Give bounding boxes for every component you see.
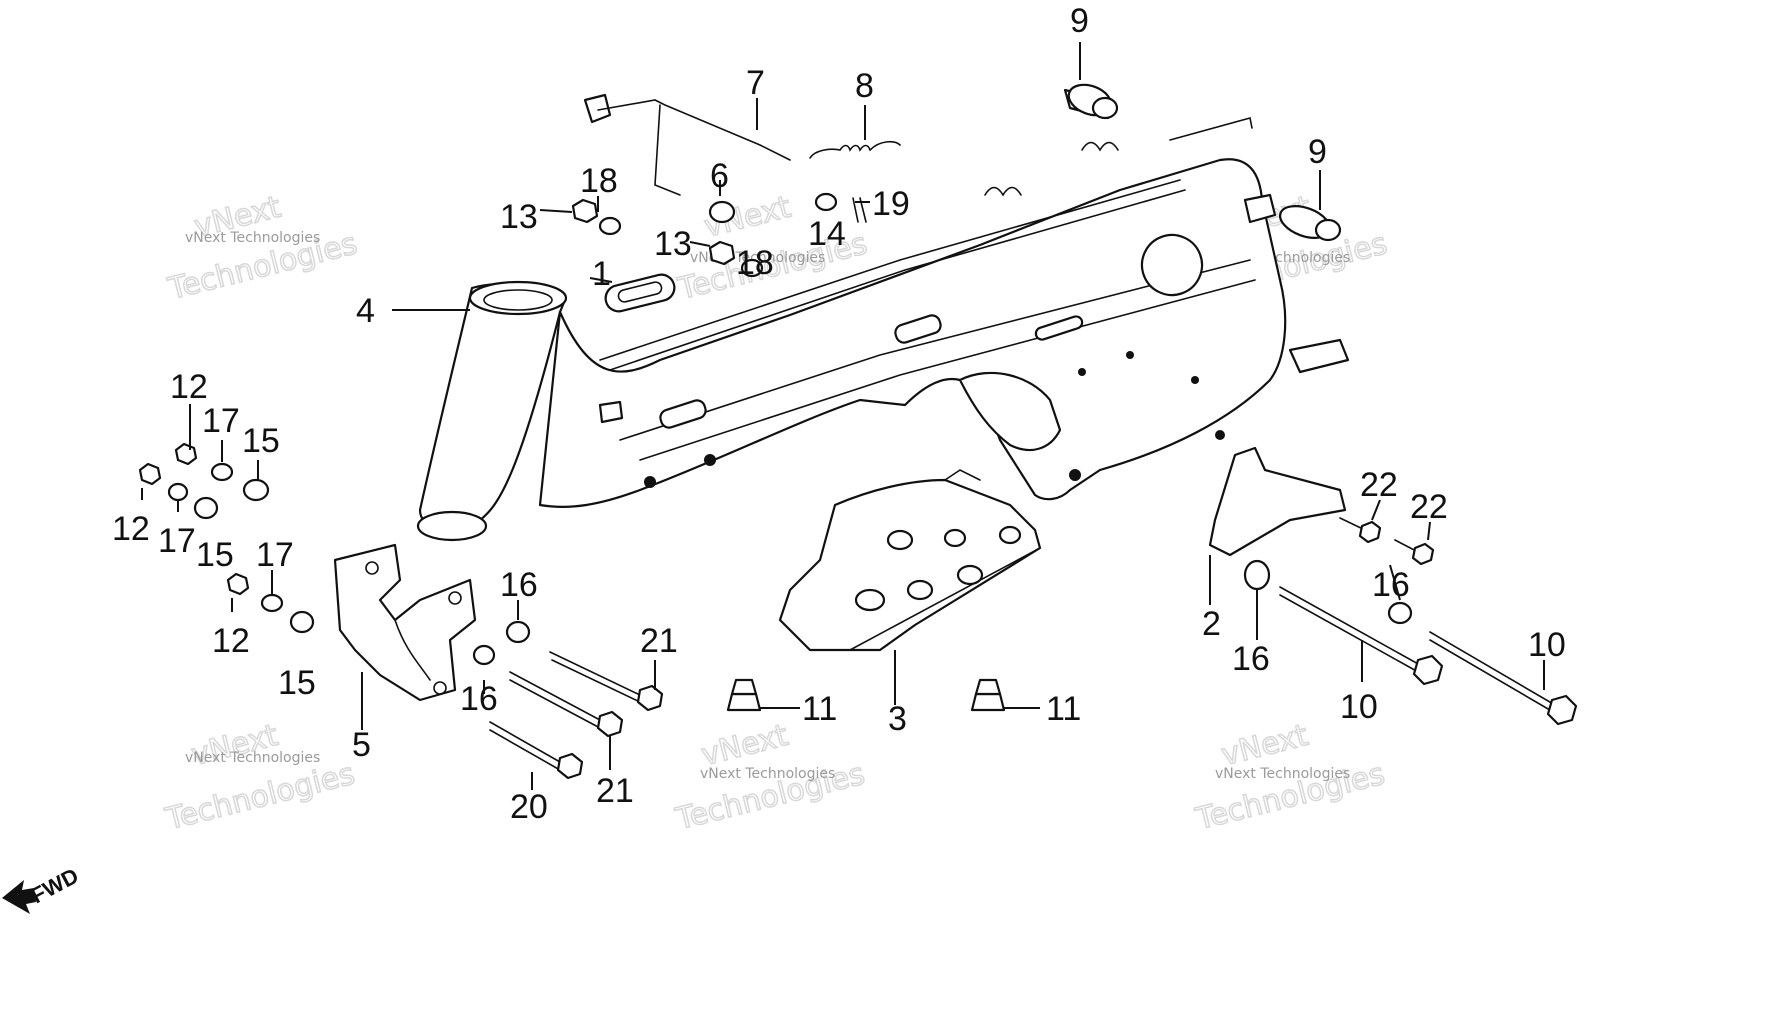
- callout-label: 14: [808, 215, 846, 253]
- callout-label: 11: [1046, 690, 1081, 728]
- callout-label: 22: [1360, 466, 1398, 504]
- callout-label: 10: [1528, 626, 1566, 664]
- watermark-brand: vNext: [698, 718, 792, 773]
- spring-part-8: [809, 140, 901, 159]
- skid-plate-part-3: [778, 469, 1042, 652]
- callout-label: 17: [256, 536, 294, 574]
- grommet-part-1: [604, 273, 676, 313]
- callout-label: 21: [640, 622, 678, 660]
- callout-label: 9: [1308, 133, 1327, 171]
- bushing-part-9-lower: [1279, 205, 1342, 242]
- watermark-brand: vNext: [1218, 718, 1312, 773]
- callout-label: 15: [242, 422, 280, 460]
- watermark-small-text: vNext Technologies: [1215, 766, 1350, 782]
- callout-label: 12: [212, 622, 250, 660]
- engine-hanger-part-5: [333, 543, 477, 702]
- watermark-small-text: vNext Technologies: [185, 750, 320, 766]
- main-frame: [416, 117, 1350, 542]
- leader-lines: [141, 42, 1545, 790]
- callout-label: 13: [500, 198, 538, 236]
- callout-label: 19: [872, 185, 910, 223]
- callout-label: 17: [202, 402, 240, 440]
- watermark-small-text: vNext Technologies: [700, 766, 835, 782]
- callout-label: 1: [592, 255, 611, 293]
- watermark-bottom-left: vNext Technologies: [161, 717, 359, 838]
- callout-labels: 1 2 3 4 5 6 7 8 9 9 10 10 11 11 12 12 12…: [112, 2, 1566, 826]
- rear-bracket-part-2: [1208, 446, 1347, 557]
- forward-label: FWD: [27, 863, 83, 909]
- callout-label: 7: [746, 64, 765, 102]
- callout-label: 15: [196, 536, 234, 574]
- callout-label: 10: [1340, 688, 1378, 726]
- fasteners: [138, 192, 1435, 712]
- watermark-big-text: Technologies: [162, 757, 358, 838]
- callout-label: 3: [888, 700, 907, 738]
- callout-label: 18: [736, 244, 774, 282]
- callout-label: 20: [510, 788, 548, 826]
- callout-label: 6: [710, 157, 729, 195]
- callout-label: 5: [352, 726, 371, 764]
- callout-label: 8: [855, 67, 874, 105]
- callout-label: 22: [1410, 488, 1448, 526]
- callout-label: 16: [500, 566, 538, 604]
- callout-label: 9: [1070, 2, 1089, 40]
- callout-label: 2: [1202, 605, 1221, 643]
- watermark-small-text: vNext Technologies: [185, 230, 320, 246]
- callout-label: 4: [356, 292, 375, 330]
- forward-arrow-icon: [2, 880, 36, 914]
- callout-label: 12: [170, 368, 208, 406]
- callout-label: 11: [802, 690, 837, 728]
- callout-label: 16: [1372, 566, 1410, 604]
- callout-label: 16: [1232, 640, 1270, 678]
- bolts: [489, 586, 1578, 780]
- callout-label: 16: [460, 680, 498, 718]
- forward-direction-indicator: FWD: [2, 863, 83, 914]
- callout-label: 12: [112, 510, 150, 548]
- stand-rod-part-7: [583, 93, 791, 196]
- bushing-part-9-upper: [1063, 83, 1119, 120]
- callout-label: 21: [596, 772, 634, 810]
- callout-label: 13: [654, 225, 692, 263]
- callout-label: 15: [278, 664, 316, 702]
- callout-label: 18: [580, 162, 618, 200]
- callout-label: 17: [158, 522, 196, 560]
